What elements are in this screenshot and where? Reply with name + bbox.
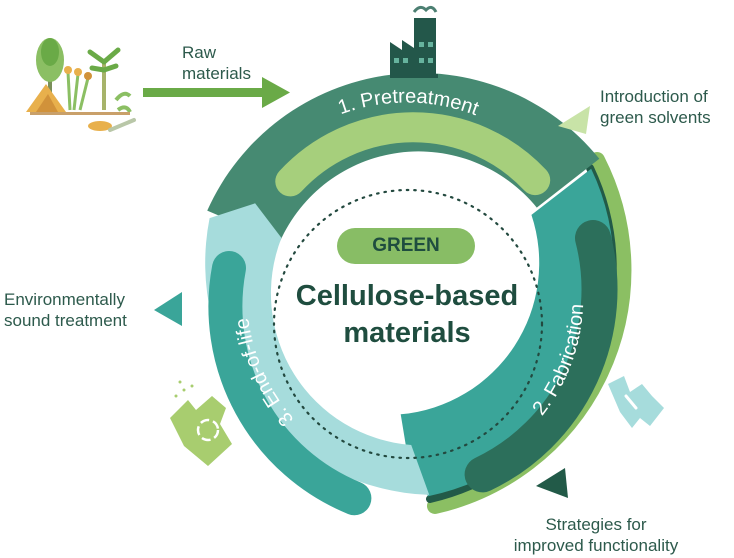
center-title: Cellulose-based materials xyxy=(250,278,564,352)
center-title-line-1: Cellulose-based xyxy=(295,280,519,312)
raw-materials-label: Raw materials xyxy=(182,42,251,84)
strategies-label: Strategies for improved functionality xyxy=(496,514,696,556)
pretreatment-pill xyxy=(275,112,551,197)
end-of-life-pill xyxy=(208,251,372,516)
bag-icon xyxy=(608,376,664,428)
environmental-label: Environmentally sound treatment xyxy=(4,289,127,331)
green-solvents-line-1: Introduction of xyxy=(600,87,708,106)
pretreatment-ring xyxy=(207,72,600,242)
plants-icon xyxy=(26,38,136,132)
environmental-line-2: sound treatment xyxy=(4,311,127,330)
green-badge: GREEN xyxy=(337,228,475,264)
green-solvents-line-2: green solvents xyxy=(600,108,711,127)
strategies-line-1: Strategies for xyxy=(545,515,647,534)
center-dotted-circle xyxy=(272,188,544,460)
green-solvents-label: Introduction of green solvents xyxy=(600,86,711,128)
environmental-marker xyxy=(154,292,182,326)
center-title-line-2: materials xyxy=(343,317,471,349)
environmental-line-1: Environmentally xyxy=(4,290,125,309)
raw-materials-arrow xyxy=(143,77,290,108)
green-solvents-marker xyxy=(558,106,590,134)
factory-icon xyxy=(390,5,438,78)
recycle-bag-icon xyxy=(170,380,232,466)
fabrication-pill xyxy=(464,220,618,493)
strategies-line-2: improved functionality xyxy=(513,536,679,555)
strategies-marker xyxy=(536,468,568,498)
end-of-life-ring xyxy=(205,203,430,495)
raw-materials-line-1: Raw xyxy=(182,43,217,62)
raw-materials-line-2: materials xyxy=(182,64,251,83)
